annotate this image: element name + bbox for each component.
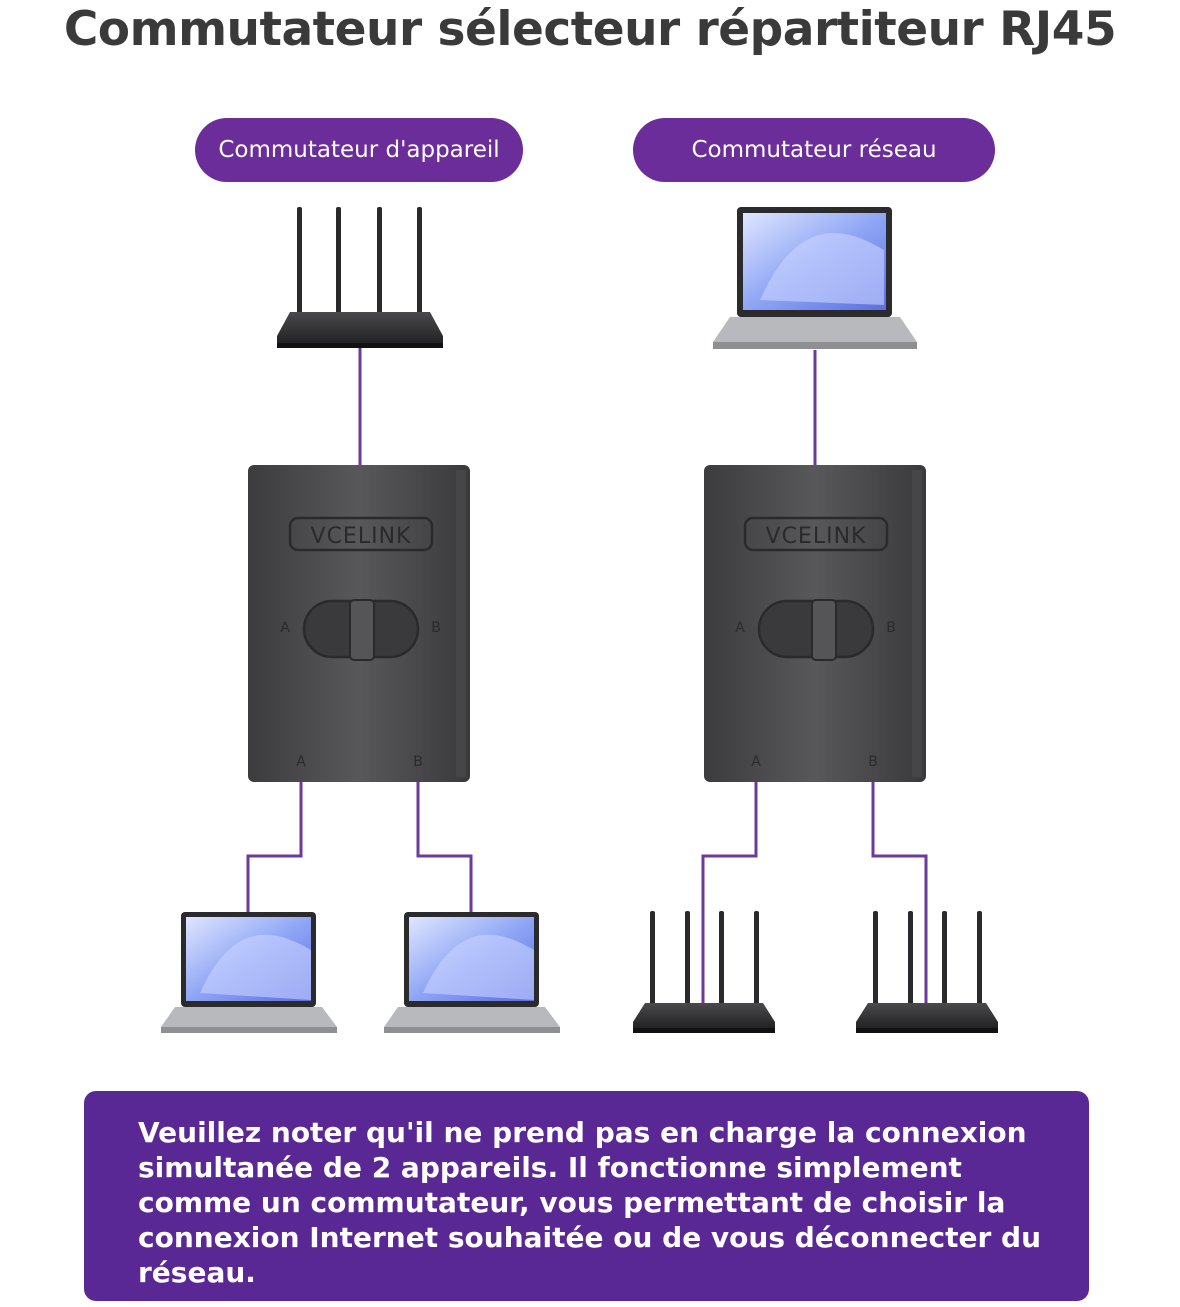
switch-port-a-left: A [296,754,306,770]
line-switch-left-b [416,782,473,915]
usage-note-text: Veuillez noter qu'il ne prend pas en cha… [138,1116,1041,1289]
laptop-icon [161,912,337,1033]
page-title: Commutateur sélecteur répartiteur RJ45 [63,2,1117,57]
network-switch-label: Commutateur réseau [633,118,995,182]
line-switch-right-b [871,782,928,1005]
switch-port-a-right: A [751,754,761,770]
connection-lines [246,348,928,1005]
switch-toggle-a-left: A [280,620,290,636]
switch-toggle-b-left: B [431,620,441,636]
laptop-icon [384,912,560,1033]
switch-port-b-right: B [868,754,878,770]
switch-port-b-left: B [413,754,423,770]
line-switch-right-a [701,782,758,1005]
switch-toggle-b-right: B [886,620,896,636]
network-switch-label-text: Commutateur réseau [691,137,937,163]
switch-brand-left: VCELINK [311,524,412,549]
router-icon [277,207,443,348]
router-icon [856,911,998,1033]
usage-note: Veuillez noter qu'il ne prend pas en cha… [84,1091,1089,1301]
switch-brand-right: VCELINK [766,524,867,549]
device-switch-label-text: Commutateur d'appareil [218,137,500,163]
device-switch-label: Commutateur d'appareil [195,118,523,182]
switch-toggle-a-right: A [735,620,745,636]
switch-device-icon: VCELINK A B A B [704,465,926,782]
laptop-icon [713,207,917,349]
line-switch-left-a [246,782,303,915]
router-icon [633,911,775,1033]
switch-device-icon: VCELINK A B A B [248,465,470,782]
